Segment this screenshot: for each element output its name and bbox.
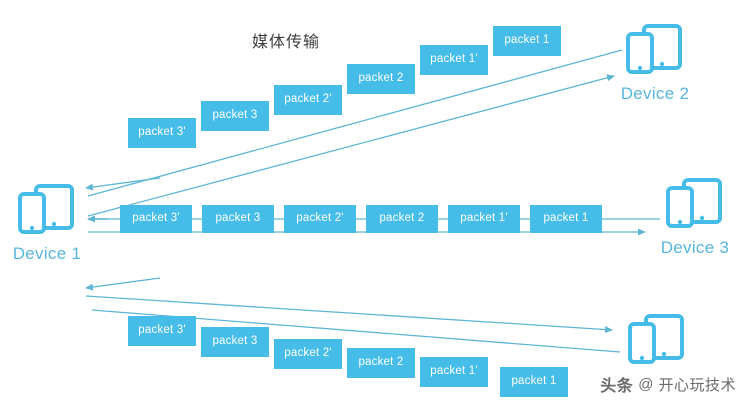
packet-label: packet 2' (296, 212, 344, 225)
packet-box[interactable]: packet 1' (420, 45, 488, 75)
packet-label: packet 1 (511, 375, 557, 388)
packet-box[interactable]: packet 2 (347, 348, 415, 378)
page-title: 媒体传输 (252, 34, 321, 51)
packet-box[interactable]: packet 3' (120, 205, 192, 233)
packet-box[interactable]: packet 3 (202, 205, 274, 233)
packet-label: packet 1' (430, 53, 478, 66)
packet-label: packet 1' (460, 212, 508, 225)
packet-label: packet 3' (132, 212, 180, 225)
watermark-author: 开心玩技术 (658, 376, 736, 394)
packet-label: packet 3' (138, 126, 186, 139)
packet-label: packet 2' (284, 93, 332, 106)
packet-box[interactable]: packet 3' (128, 316, 196, 346)
packet-box[interactable]: packet 3 (201, 101, 269, 131)
packet-label: packet 2' (284, 347, 332, 360)
packet-box[interactable]: packet 2 (366, 205, 438, 233)
packet-label: packet 2 (358, 356, 404, 369)
packet-box[interactable]: packet 2 (347, 64, 415, 94)
packet-box[interactable]: packet 2' (274, 85, 342, 115)
packet-box[interactable]: packet 1 (530, 205, 602, 233)
device-label: Device 3 (660, 238, 730, 257)
packet-box[interactable]: packet 1' (448, 205, 520, 233)
watermark-at-symbol: @ (638, 375, 654, 393)
device-device2[interactable]: Device 2 (610, 18, 700, 104)
phone-tablet-icon (18, 184, 74, 234)
phone-tablet-icon (666, 178, 722, 228)
device-label: Device 2 (620, 84, 690, 103)
packet-label: packet 3' (138, 324, 186, 337)
packet-box[interactable]: packet 2' (274, 339, 342, 369)
device-device4[interactable] (612, 308, 702, 374)
packet-box[interactable]: packet 2' (284, 205, 356, 233)
packet-label: packet 3 (212, 109, 258, 122)
packet-label: packet 2 (358, 72, 404, 85)
packet-label: packet 3 (212, 335, 258, 348)
watermark: 头条 @ 开心玩技术 (600, 372, 736, 396)
packet-box[interactable]: packet 1 (500, 367, 568, 397)
phone-tablet-icon (628, 314, 684, 364)
watermark-badge: 头条 (600, 378, 634, 395)
packet-label: packet 1 (504, 34, 550, 47)
upper-return-arrowhead (85, 177, 161, 191)
packet-box[interactable]: packet 3 (201, 327, 269, 357)
packet-label: packet 2 (379, 212, 425, 225)
phone-tablet-icon (626, 24, 682, 74)
packet-label: packet 3 (215, 212, 261, 225)
device-label: Device 1 (12, 244, 82, 263)
packet-box[interactable]: packet 1' (420, 357, 488, 387)
device-device3[interactable]: Device 3 (650, 172, 740, 258)
device-device1[interactable]: Device 1 (2, 178, 92, 264)
packet-label: packet 1 (543, 212, 589, 225)
packet-label: packet 1' (430, 365, 478, 378)
packet-box[interactable]: packet 3' (128, 118, 196, 148)
packet-box[interactable]: packet 1 (493, 26, 561, 56)
